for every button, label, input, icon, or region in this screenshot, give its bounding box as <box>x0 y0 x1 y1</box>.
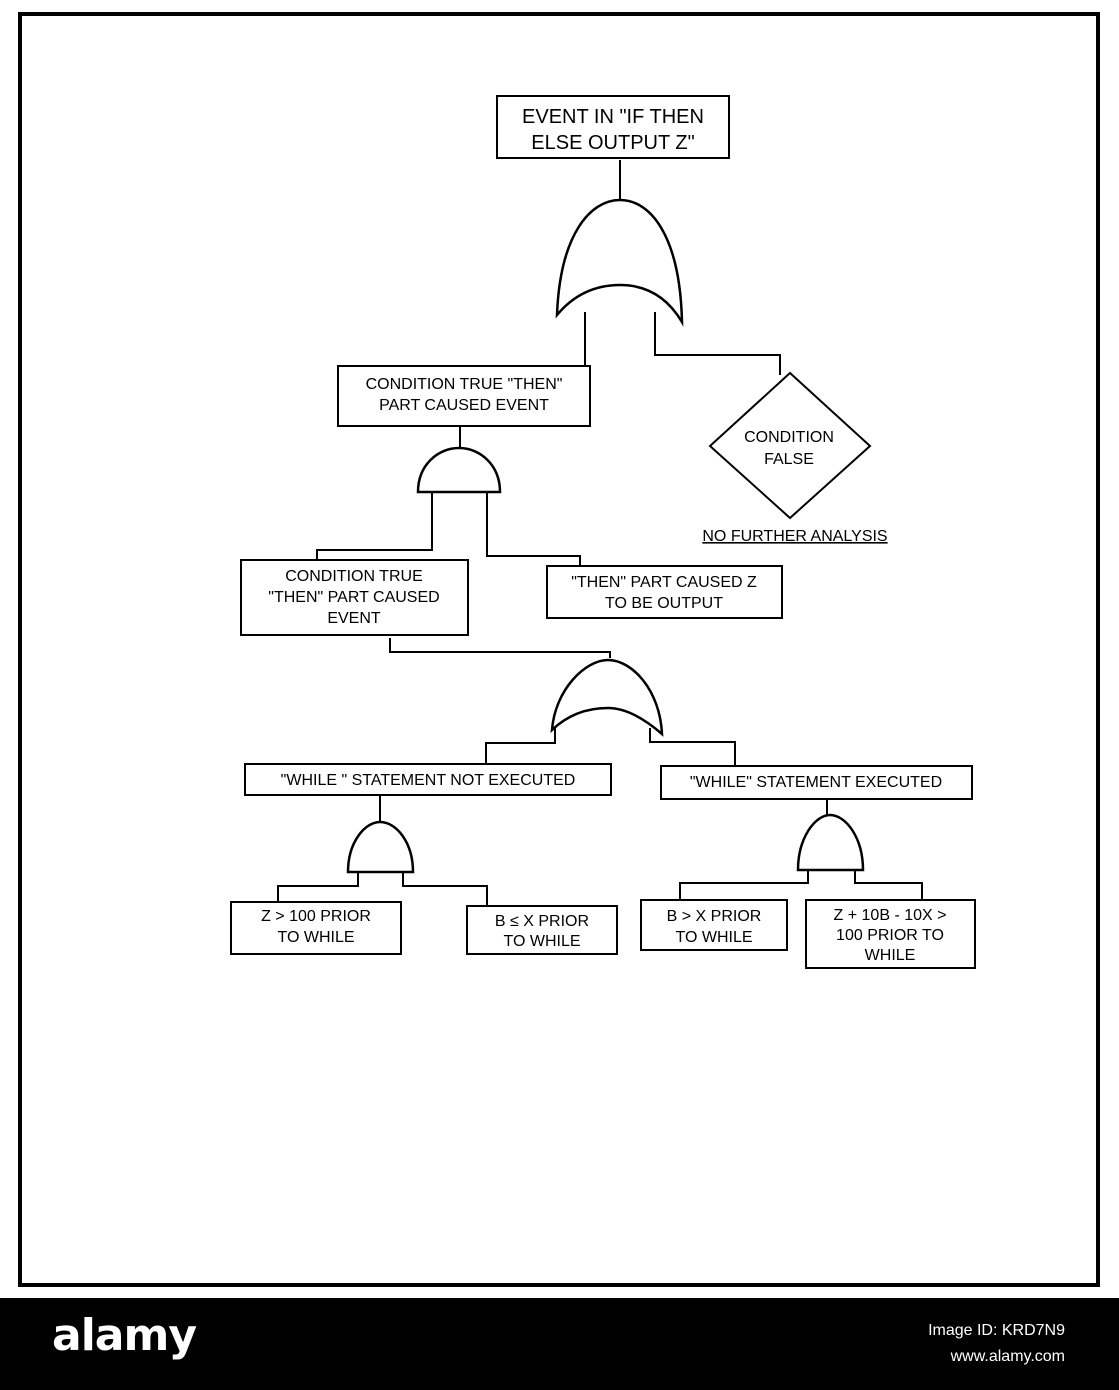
site-url[interactable]: www.alamy.com <box>950 1348 1065 1365</box>
while-executed-box <box>660 765 973 800</box>
while-not-executed-label: "WHILE " STATEMENT NOT EXECUTED <box>281 772 576 789</box>
condition-true-then-label-1: CONDITION TRUE "THEN" <box>366 376 563 393</box>
z-formula-label-3: WHILE <box>865 947 916 964</box>
condition-false-diamond <box>708 371 872 520</box>
b-le-x-label-1: B ≤ X PRIOR <box>495 913 589 930</box>
z-gt-100-label-2: TO WHILE <box>277 929 354 946</box>
or-gate-top <box>555 198 684 327</box>
and-gate-left <box>346 820 415 874</box>
z-gt-100-box <box>230 901 402 955</box>
condition-true-then-box <box>337 365 591 427</box>
then-output-z-box <box>546 565 783 619</box>
top-event-label-1: EVENT IN "IF THEN <box>522 106 704 128</box>
or-gate-middle <box>550 658 664 737</box>
alamy-logo: alamy <box>52 1310 197 1361</box>
b-gt-x-box <box>640 899 788 951</box>
while-executed-label: "WHILE" STATEMENT EXECUTED <box>690 774 942 791</box>
b-le-x-label-2: TO WHILE <box>503 933 580 950</box>
b-gt-x-label-1: B > X PRIOR <box>667 908 762 925</box>
b-gt-x-label-2: TO WHILE <box>675 929 752 946</box>
image-id: Image ID: KRD7N9 <box>928 1322 1065 1339</box>
watermark-footer: alamy Image ID: KRD7N9 www.alamy.com <box>0 1298 1119 1390</box>
then-output-z-label-1: "THEN" PART CAUSED Z <box>571 574 757 591</box>
fault-tree-diagram: EVENT IN "IF THEN ELSE OUTPUT Z" CONDITI… <box>230 95 976 969</box>
condition-true-then-2-label-1: CONDITION TRUE <box>285 568 422 585</box>
condition-false-label-2: FALSE <box>764 451 814 468</box>
condition-true-then-label-2: PART CAUSED EVENT <box>379 397 549 414</box>
top-event-box <box>496 95 730 159</box>
z-formula-label-1: Z + 10B - 10X > <box>834 907 947 924</box>
condition-false-label-1: CONDITION <box>744 429 834 446</box>
no-further-analysis-label: NO FURTHER ANALYSIS <box>702 528 887 545</box>
while-not-executed-box <box>244 763 612 796</box>
condition-true-then-2-box <box>240 559 469 636</box>
z-gt-100-label-1: Z > 100 PRIOR <box>261 908 371 925</box>
z-formula-label-2: 100 PRIOR TO <box>836 927 944 944</box>
top-event-label-2: ELSE OUTPUT Z" <box>531 132 694 154</box>
diagram-frame <box>18 12 1100 1287</box>
then-output-z-label-2: TO BE OUTPUT <box>605 595 723 612</box>
b-le-x-box <box>466 905 618 955</box>
and-gate-right <box>796 813 865 872</box>
condition-true-then-2-label-3: EVENT <box>327 610 381 627</box>
gates <box>346 198 865 874</box>
z-formula-box <box>805 899 976 969</box>
condition-true-then-2-label-2: "THEN" PART CAUSED <box>268 589 439 606</box>
and-gate-then <box>416 446 502 494</box>
image-meta: Image ID: KRD7N9 www.alamy.com <box>928 1318 1065 1370</box>
